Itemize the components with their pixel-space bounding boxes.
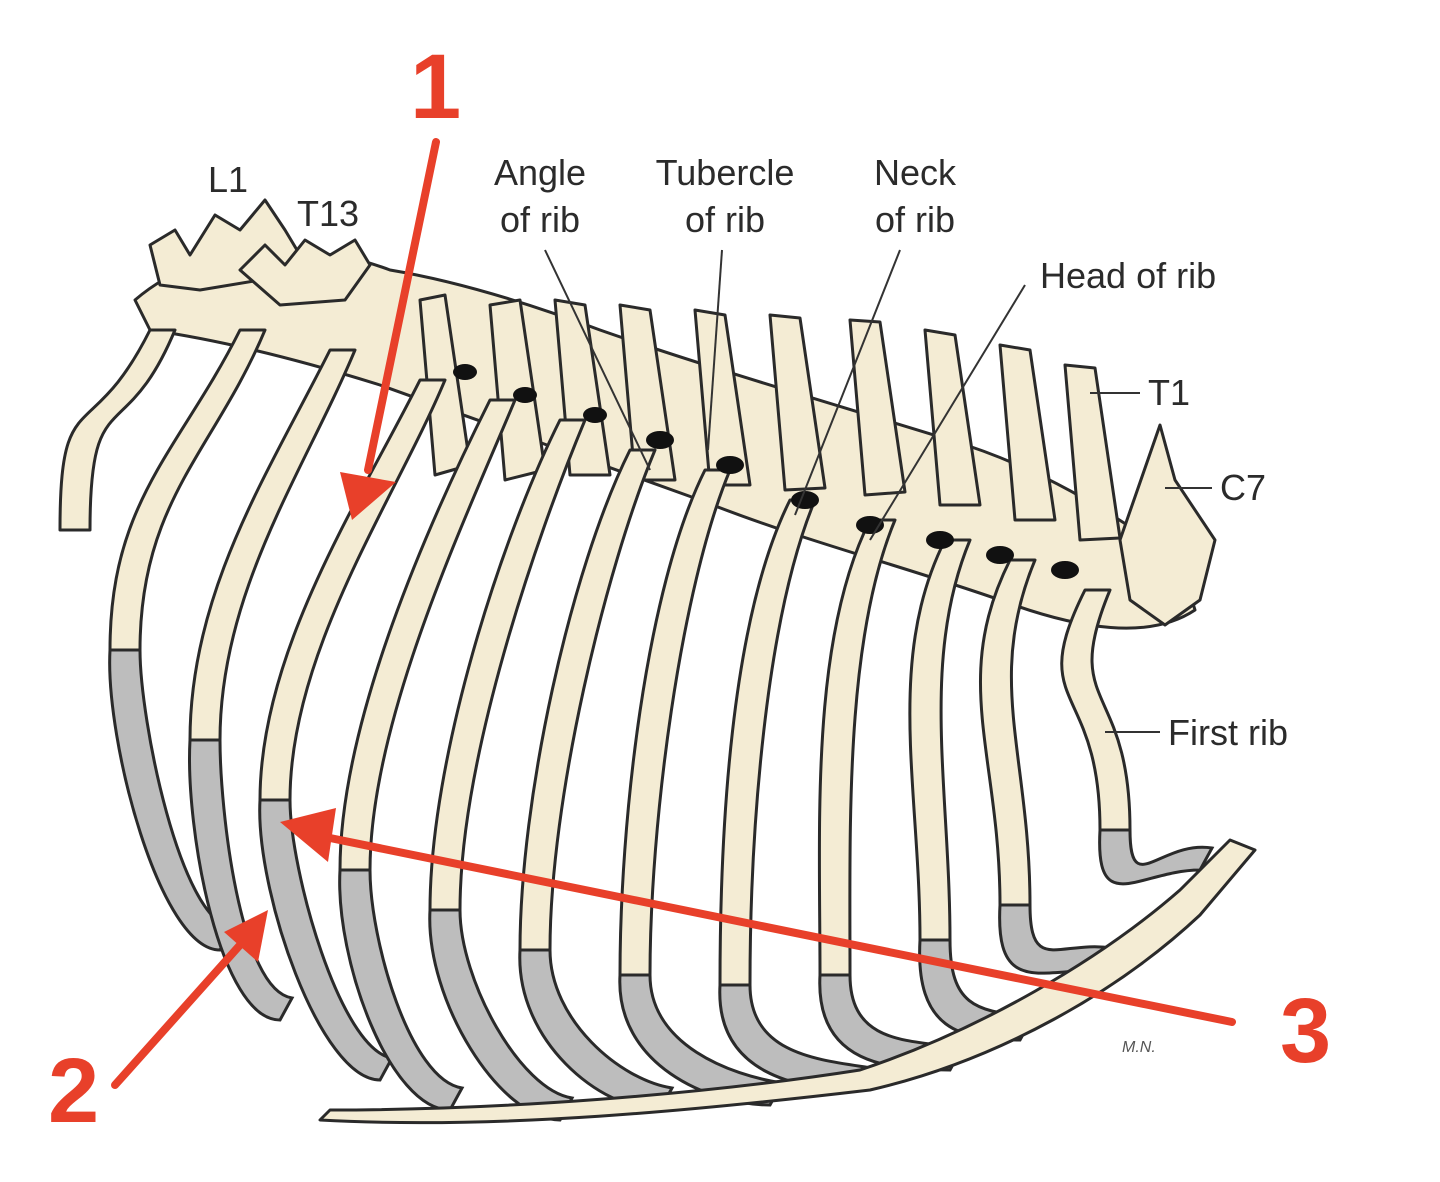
rib-bone: [718, 498, 817, 987]
spinous-process: [1063, 363, 1122, 542]
rib-bone: [908, 538, 972, 942]
marker-3: 3: [1280, 980, 1331, 1082]
costal-cartilage: [188, 738, 295, 1022]
label-l1: L1: [208, 159, 248, 200]
spinous-process: [923, 328, 982, 507]
label-tubercle-1: Tubercle: [656, 152, 795, 193]
label-neck-1: Neck: [874, 152, 957, 193]
arrow-1: [364, 138, 440, 474]
label-angle-1: Angle: [494, 152, 586, 193]
label-c7: C7: [1220, 467, 1266, 508]
costal-cartilage: [338, 868, 465, 1112]
marker-numbers: 1 2 3: [48, 36, 1331, 1142]
anatomical-labels: L1 T13 Angle of rib Tubercle of rib Neck…: [208, 152, 1288, 1056]
intervertebral-foramina: [453, 364, 1079, 579]
tubercle-leader: [707, 249, 723, 451]
spinous-process: [848, 318, 907, 497]
head-leader: [869, 284, 1026, 541]
label-first-rib: First rib: [1168, 712, 1288, 753]
arrow-2: [111, 941, 244, 1089]
arrow-3: [326, 834, 1236, 1026]
label-head-of-rib: Head of rib: [1040, 255, 1216, 296]
arrow-2-head: [224, 910, 268, 962]
label-t1: T1: [1148, 372, 1190, 413]
marker-1: 1: [410, 36, 461, 138]
arrow-1-head: [340, 472, 396, 520]
artist-signature: M.N.: [1122, 1039, 1156, 1056]
angle-leader: [544, 249, 651, 471]
marker-arrows: [111, 138, 1236, 1089]
neck-leader: [794, 249, 901, 516]
rib-bone: [817, 518, 897, 977]
marker-2: 2: [48, 1040, 99, 1142]
spinous-process: [768, 313, 827, 492]
spinous-process: [998, 343, 1057, 522]
label-angle-2: of rib: [500, 199, 580, 240]
vertebra-c7: [1118, 423, 1217, 627]
sternum: [318, 838, 1257, 1125]
costal-cartilage: [1098, 828, 1215, 886]
vertebra-t13: [238, 238, 372, 307]
label-t13: T13: [297, 193, 359, 234]
arrow-3-head: [280, 808, 336, 862]
label-neck-2: of rib: [875, 199, 955, 240]
rib-bone: [58, 328, 177, 532]
label-tubercle-2: of rib: [685, 199, 765, 240]
rib-bone: [979, 558, 1037, 907]
costal-cartilage: [258, 798, 395, 1082]
label-leader-lines: [544, 249, 1212, 733]
